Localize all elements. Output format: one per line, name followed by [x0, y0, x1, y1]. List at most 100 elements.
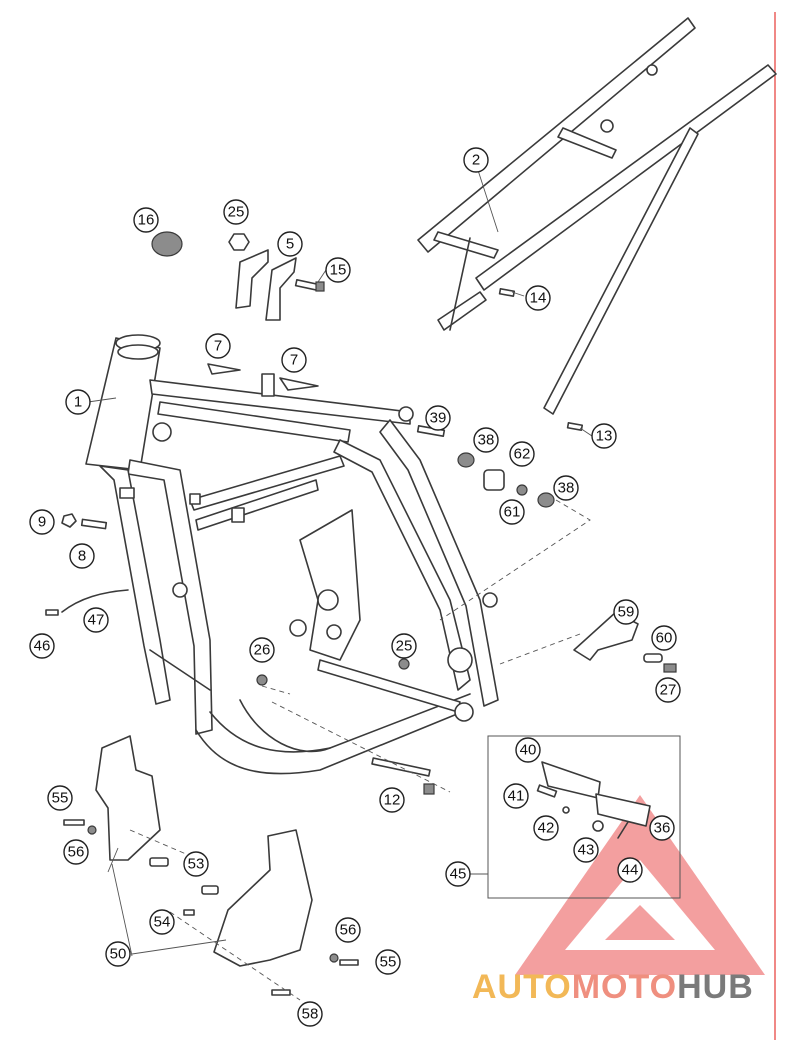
callout: 59: [613, 599, 639, 625]
callout: 45: [445, 861, 471, 887]
svg-text:55: 55: [52, 790, 69, 807]
svg-text:55: 55: [380, 954, 397, 971]
pad-right: [279, 377, 319, 391]
callout: 25: [223, 199, 249, 225]
svg-text:38: 38: [478, 432, 495, 449]
svg-text:5: 5: [286, 236, 294, 253]
callout: 55: [375, 949, 401, 975]
svg-text:12: 12: [384, 792, 401, 809]
svg-text:58: 58: [302, 1006, 319, 1023]
footpeg-pin: [536, 784, 558, 798]
watermark-text: AUTOMOTOHUB: [472, 968, 754, 1007]
subframe-bolt-upper: [498, 288, 516, 297]
svg-text:43: 43: [578, 842, 595, 859]
subframe-bolt-lower: [566, 422, 584, 431]
callout: 27: [655, 677, 681, 703]
callout: 39: [425, 405, 451, 431]
guard-bolt-right: [339, 959, 359, 966]
watermark-part-hub: HUB: [677, 968, 754, 1006]
callout: 7: [205, 333, 231, 359]
engine-mount-hardware: [416, 424, 555, 508]
guard-right: [213, 829, 313, 967]
callout: 36: [649, 815, 675, 841]
callout: 8: [69, 543, 95, 569]
callout: 12: [379, 787, 405, 813]
svg-text:62: 62: [514, 446, 531, 463]
callout: 38: [553, 475, 579, 501]
callout: 9: [29, 509, 55, 535]
svg-text:40: 40: [520, 742, 537, 759]
callout: 42: [533, 815, 559, 841]
guard-bolt-lower: [271, 989, 291, 996]
callout: 56: [63, 839, 89, 865]
svg-text:16: 16: [138, 212, 155, 229]
callout: 26: [249, 637, 275, 663]
callout: 13: [591, 423, 617, 449]
svg-text:2: 2: [472, 152, 480, 169]
guard-left: [95, 735, 161, 861]
callout: 43: [573, 837, 599, 863]
nut: [228, 233, 250, 251]
callout: 58: [297, 1001, 323, 1027]
spring: [562, 806, 570, 814]
callout: 46: [29, 633, 55, 659]
pad-left: [207, 363, 241, 375]
callout: 55: [47, 785, 73, 811]
guard-screw: [183, 909, 195, 916]
nut-25: [398, 658, 410, 670]
footpeg-rear: [595, 793, 651, 827]
svg-text:56: 56: [340, 922, 357, 939]
callout: 44: [617, 857, 643, 883]
svg-text:44: 44: [622, 862, 639, 879]
svg-text:59: 59: [618, 604, 635, 621]
callout: 47: [83, 607, 109, 633]
svg-text:25: 25: [228, 204, 245, 221]
callout: 56: [335, 917, 361, 943]
svg-text:9: 9: [38, 514, 46, 531]
callout: 14: [525, 285, 551, 311]
frame-cap: [151, 231, 183, 257]
svg-text:15: 15: [330, 262, 347, 279]
callout: 25: [391, 633, 417, 659]
svg-text:26: 26: [254, 642, 271, 659]
svg-text:25: 25: [396, 638, 413, 655]
nut-26: [256, 674, 268, 686]
svg-text:61: 61: [504, 504, 521, 521]
svg-text:54: 54: [154, 914, 171, 931]
callout: 53: [183, 851, 209, 877]
nut-left: [61, 513, 77, 528]
svg-text:1: 1: [74, 394, 82, 411]
callout: 61: [499, 499, 525, 525]
bolt-left: [80, 518, 108, 530]
callout: 38: [473, 427, 499, 453]
watermark-part-auto: AUTO: [472, 968, 572, 1006]
callout: 54: [149, 909, 175, 935]
callout: 1: [65, 389, 91, 415]
watermark-triangle: [515, 795, 765, 975]
callout: 40: [515, 737, 541, 763]
footrest-nut: [663, 663, 677, 673]
subframe: [417, 17, 777, 415]
callout: 15: [325, 257, 351, 283]
svg-text:50: 50: [110, 946, 127, 963]
guard-spacer: [149, 857, 169, 867]
svg-text:56: 56: [68, 844, 85, 861]
callout: 2: [463, 147, 489, 173]
svg-text:38: 38: [558, 480, 575, 497]
callout: 60: [651, 625, 677, 651]
main-frame: [85, 334, 499, 775]
guard-bolt-left: [63, 819, 85, 826]
leader-lines: [87, 163, 593, 1001]
callout: 41: [503, 783, 529, 809]
guard-spacer-2: [201, 885, 219, 895]
cotter-pin: [617, 821, 629, 839]
svg-text:8: 8: [78, 548, 86, 565]
callout-layer: 1 2 5 7 7 8 9 12 13 14 15 16 25 25 26 27…: [29, 147, 681, 1027]
axle-bolt: [371, 757, 435, 795]
svg-text:46: 46: [34, 638, 51, 655]
svg-text:36: 36: [654, 820, 671, 837]
guard-nut-left: [87, 825, 97, 835]
footrest-pin: [643, 653, 663, 663]
